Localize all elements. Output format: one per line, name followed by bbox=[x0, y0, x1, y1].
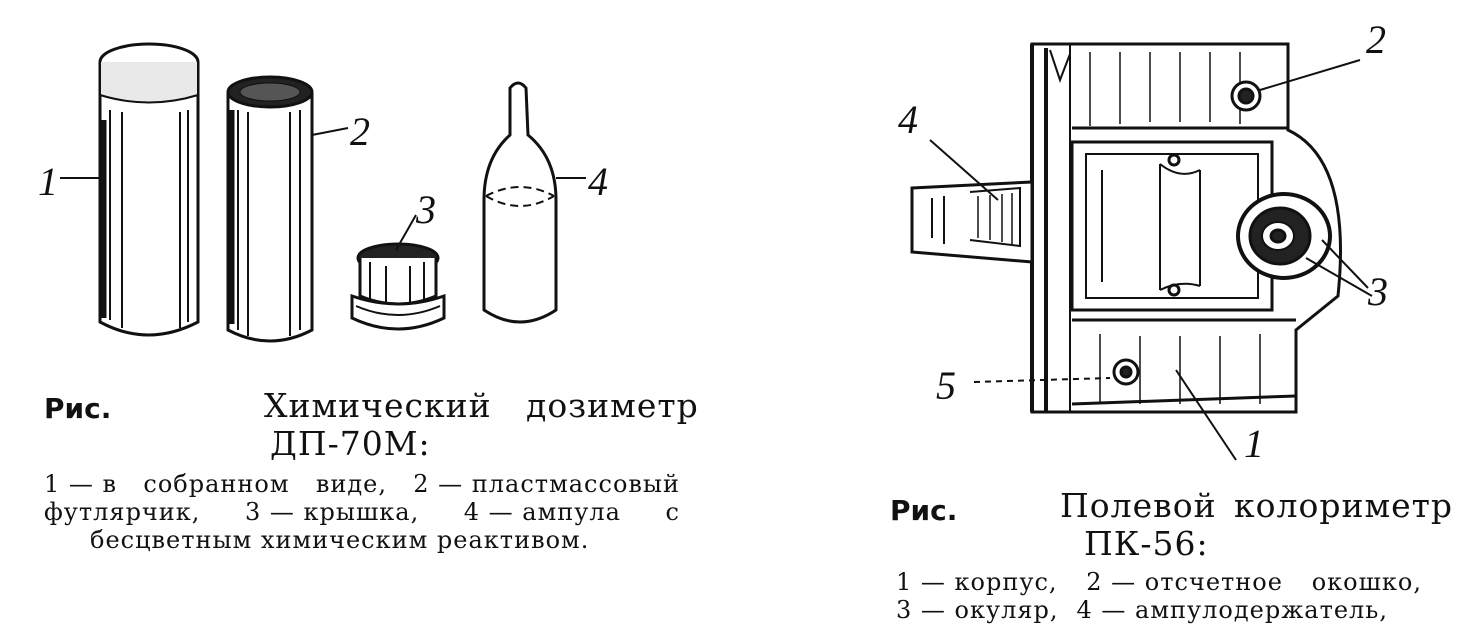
caption-title: Полевой bbox=[1060, 486, 1217, 525]
reading-window-drawing bbox=[1230, 80, 1262, 112]
caption-prefix: Рис. bbox=[44, 392, 112, 425]
caption-title-right: колориметр bbox=[1234, 486, 1454, 525]
callout-4: 4 bbox=[588, 159, 608, 204]
callout-3: 3 bbox=[416, 187, 436, 232]
dosimeter-illustration bbox=[60, 42, 586, 343]
callout-1: 1 bbox=[38, 159, 58, 204]
caption-line-3: бесцветным химическим реактивом. bbox=[90, 526, 590, 554]
ampoule-drawing bbox=[482, 81, 558, 324]
colorimeter-illustration bbox=[910, 42, 1373, 461]
callout-4: 4 bbox=[898, 97, 918, 142]
caption-title: Химический bbox=[264, 386, 492, 425]
assembled-dosimeter-drawing bbox=[98, 42, 200, 337]
caption-model: ДП-70М: bbox=[270, 424, 431, 463]
callout-3: 3 bbox=[1368, 269, 1388, 314]
callout-1: 1 bbox=[1244, 421, 1264, 466]
caption-model: ПК-56: bbox=[1084, 524, 1209, 563]
callout-2: 2 bbox=[350, 109, 370, 154]
eyepiece-drawing bbox=[1236, 192, 1332, 280]
caption-line-1: 1 — корпус, 2 — отсчетное окошко, bbox=[896, 568, 1422, 596]
caption-line-1: 1 — в собранном виде, 2 — пластмассовый bbox=[44, 470, 680, 498]
figure-dosimeter: 1 2 3 4 Рис. Химический дозиметр ДП-70М:… bbox=[0, 0, 720, 628]
ampoule-holder-drawing bbox=[910, 180, 1034, 264]
cap-drawing bbox=[350, 242, 446, 331]
caption-prefix: Рис. bbox=[890, 494, 958, 527]
caption-title-right: дозиметр bbox=[526, 386, 699, 425]
bolt-drawing bbox=[1112, 358, 1140, 386]
caption-line-2: 3 — окуляр, 4 — ампулодержатель, bbox=[896, 596, 1388, 624]
colorimeter-body-drawing bbox=[1030, 42, 1342, 414]
figure-colorimeter: 2 4 3 5 1 Рис. Полевой колориметр ПК-56:… bbox=[860, 0, 1473, 628]
caption-line-2: футлярчик, 3 — крышка, 4 — ампула с bbox=[44, 498, 680, 526]
callout-2: 2 bbox=[1366, 17, 1386, 62]
callout-5: 5 bbox=[936, 363, 956, 408]
plastic-case-drawing bbox=[226, 75, 314, 343]
